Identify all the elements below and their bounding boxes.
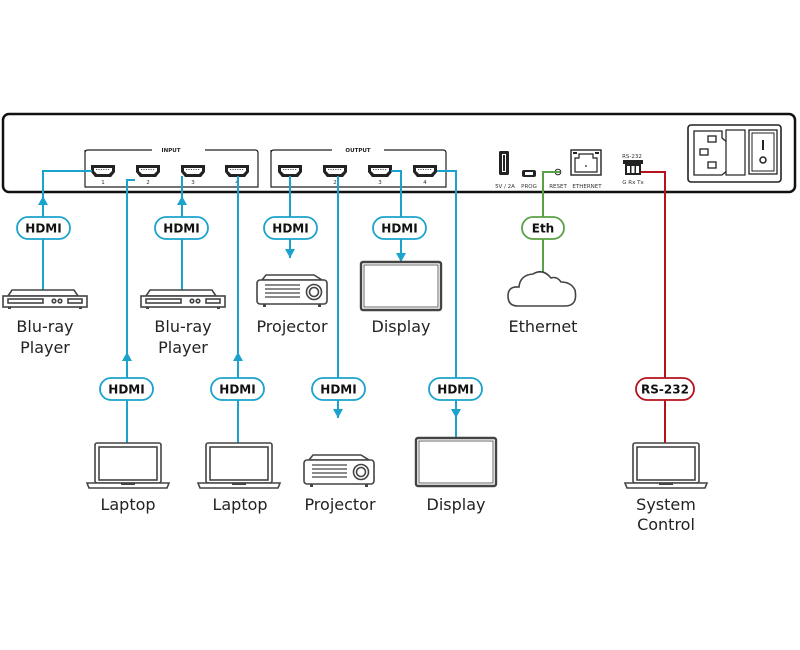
svg-text:Eth: Eth xyxy=(532,222,554,236)
output-port-4-number: 4 xyxy=(423,180,427,186)
cable-input-2 xyxy=(126,179,135,446)
display-2-label: Display xyxy=(427,495,486,514)
projector-icon xyxy=(303,454,375,487)
output-group-label: OUTPUT xyxy=(345,148,370,154)
hdmi-pill-input-1: HDMI xyxy=(16,216,71,240)
arrow-up-icon xyxy=(122,352,132,361)
arrow-down-icon xyxy=(396,253,406,262)
output-port-1[interactable] xyxy=(277,164,303,178)
system-control-label: System xyxy=(636,495,696,514)
output-port-4[interactable] xyxy=(412,164,438,178)
prog-label: PROG xyxy=(521,184,537,190)
rs232-pins-label: G Rx Tx xyxy=(622,180,644,186)
cable-input-1 xyxy=(42,170,92,290)
bluray-2-label: Blu-ray xyxy=(154,317,211,336)
laptop-icon xyxy=(196,442,282,489)
ethernet-network-label: Ethernet xyxy=(509,317,578,336)
bluray-2-label-line2: Player xyxy=(158,338,208,357)
hdmi-pill-output-4: HDMI xyxy=(428,377,483,401)
bluray-player-icon xyxy=(2,289,88,309)
usb-power-port[interactable] xyxy=(499,151,509,175)
rs232-terminal-block[interactable] xyxy=(623,160,643,175)
rs232-port-label: RS-232 xyxy=(622,154,642,160)
svg-text:HDMI: HDMI xyxy=(25,222,61,236)
bluray-player-icon xyxy=(140,289,226,309)
svg-text:HDMI: HDMI xyxy=(320,383,356,397)
input-port-1-number: 1 xyxy=(101,180,105,186)
hdmi-pill-output-2: HDMI xyxy=(311,377,366,401)
input-port-3[interactable] xyxy=(180,164,206,178)
svg-text:HDMI: HDMI xyxy=(163,222,199,236)
usb-power-label: 5V / 2A xyxy=(495,184,515,190)
hdmi-pill-output-1: HDMI xyxy=(263,216,318,240)
output-port-2-number: 2 xyxy=(333,180,337,186)
arrow-up-icon xyxy=(38,196,48,205)
reset-label: RESET xyxy=(549,184,567,190)
svg-text:HDMI: HDMI xyxy=(219,383,255,397)
laptop-1-label: Laptop xyxy=(100,495,155,514)
power-switch[interactable] xyxy=(748,129,778,175)
eth-pill: Eth xyxy=(521,216,565,240)
input-port-2-number: 2 xyxy=(146,180,150,186)
laptop-2-label: Laptop xyxy=(212,495,267,514)
prog-port[interactable] xyxy=(522,170,536,177)
output-port-2[interactable] xyxy=(322,164,348,178)
arrow-up-icon xyxy=(233,352,243,361)
cloud-icon xyxy=(507,270,577,307)
system-control-label-line2: Control xyxy=(637,515,695,534)
hdmi-pill-output-3: HDMI xyxy=(372,216,427,240)
svg-text:HDMI: HDMI xyxy=(437,383,473,397)
arrow-down-icon xyxy=(451,409,461,418)
svg-text:RS-232: RS-232 xyxy=(641,383,689,397)
arrow-down-icon xyxy=(333,409,343,418)
bluray-1-label-line2: Player xyxy=(20,338,70,357)
laptop-icon xyxy=(623,442,709,489)
projector-1-label: Projector xyxy=(256,317,328,336)
input-port-1[interactable] xyxy=(90,164,116,178)
projector-icon xyxy=(256,274,328,307)
input-port-4[interactable] xyxy=(224,164,250,178)
hdmi-pill-input-3: HDMI xyxy=(154,216,209,240)
svg-text:HDMI: HDMI xyxy=(381,222,417,236)
display-icon xyxy=(414,436,498,488)
laptop-icon xyxy=(85,442,171,489)
ethernet-port[interactable] xyxy=(570,149,602,176)
output-port-3-number: 3 xyxy=(378,180,382,186)
cable-output-4 xyxy=(437,170,457,438)
rs232-cable xyxy=(641,171,666,446)
ethernet-cable xyxy=(542,171,560,274)
display-1-label: Display xyxy=(372,317,431,336)
rs232-pill: RS-232 xyxy=(635,377,695,401)
matrix-switcher-chassis xyxy=(1,112,797,194)
hdmi-pill-input-2: HDMI xyxy=(99,377,154,401)
output-port-3[interactable] xyxy=(367,164,393,178)
ethernet-label: ETHERNET xyxy=(572,184,602,190)
input-group-label: INPUT xyxy=(162,148,181,154)
input-port-2[interactable] xyxy=(135,164,161,178)
svg-text:HDMI: HDMI xyxy=(108,383,144,397)
display-icon xyxy=(359,260,443,312)
svg-text:HDMI: HDMI xyxy=(272,222,308,236)
arrow-down-icon xyxy=(285,249,295,258)
projector-2-label: Projector xyxy=(304,495,376,514)
hdmi-pill-input-4: HDMI xyxy=(210,377,265,401)
arrows xyxy=(38,196,461,418)
input-port-3-number: 3 xyxy=(191,180,195,186)
arrow-up-icon xyxy=(177,196,187,205)
bluray-1-label: Blu-ray xyxy=(16,317,73,336)
